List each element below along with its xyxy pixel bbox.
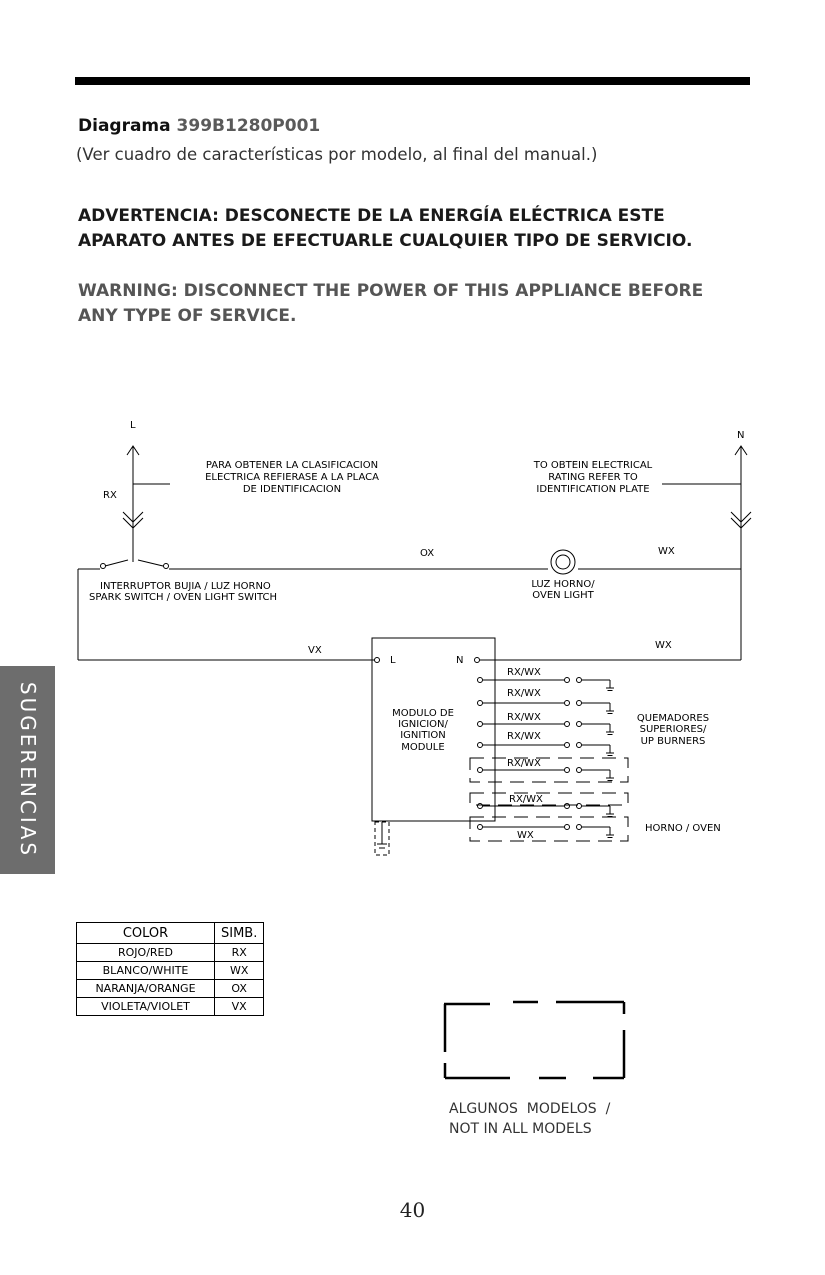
table-row: VIOLETA/VIOLET VX — [76, 997, 265, 1016]
burners-label-3: UP BURNERS — [641, 736, 706, 747]
burner-wire-2: RX/WX — [507, 688, 541, 699]
burners-label-1: QUEMADORES — [637, 713, 709, 724]
warning-spanish: ADVERTENCIA: DESCONECTE DE LA ENERGÍA EL… — [78, 204, 768, 254]
note-es-3: DE IDENTIFICACION — [243, 484, 341, 495]
module-label-4: MODULE — [401, 742, 444, 753]
light-label-1: LUZ HORNO/ — [531, 579, 595, 590]
warning-english: WARNING: DISCONNECT THE POWER OF THIS AP… — [78, 279, 768, 329]
diagram-label: Diagrama — [78, 116, 171, 136]
optional-models-symbol — [443, 1000, 626, 1080]
models-note-line2: NOT IN ALL MODELS — [449, 1121, 592, 1137]
switch-label-2: SPARK SWITCH / OVEN LIGHT SWITCH — [89, 592, 277, 603]
page-number: 40 — [399, 1198, 426, 1222]
module-l: L — [390, 655, 396, 666]
oven-wire: WX — [517, 830, 534, 841]
top-rule — [75, 77, 750, 85]
legend-color: VIOLETA/VIOLET — [76, 997, 215, 1016]
diagram-title: Diagrama 399B1280P001 — [78, 116, 320, 136]
note-en-3: IDENTIFICATION PLATE — [536, 484, 649, 495]
warning-english-line2: ANY TYPE OF SERVICE. — [78, 306, 297, 326]
module-label-2: IGNICION/ — [398, 719, 448, 730]
legend-header-symbol: SIMB. — [213, 922, 265, 944]
legend-color: ROJO/RED — [76, 943, 215, 962]
switch-label-1: INTERRUPTOR BUJIA / LUZ HORNO — [100, 581, 271, 592]
warning-english-line1: WARNING: DISCONNECT THE POWER OF THIS AP… — [78, 281, 704, 301]
legend-symbol: RX — [213, 943, 265, 962]
module-label-3: IGNITION — [400, 730, 446, 741]
wiring-diagram: L N RX PARA OBTENER LA CLASIFICACION ELE… — [77, 420, 752, 856]
note-es-2: ELECTRICA REFIERASE A LA PLACA — [205, 472, 379, 483]
table-row: NARANJA/ORANGE OX — [76, 979, 265, 998]
diagram-labels: L N RX PARA OBTENER LA CLASIFICACION ELE… — [89, 420, 744, 841]
legend-symbol: WX — [213, 961, 265, 980]
module-label-1: MODULO DE — [392, 708, 454, 719]
legend-color: BLANCO/WHITE — [76, 961, 215, 980]
side-tab: SUGERENCIAS — [0, 666, 55, 874]
note-es-1: PARA OBTENER LA CLASIFICACION — [206, 460, 378, 471]
diagram-subtitle: (Ver cuadro de características por model… — [76, 145, 598, 164]
warning-spanish-line2: APARATO ANTES DE EFECTUARLE CUALQUIER TI… — [78, 231, 693, 251]
diagram-code: 399B1280P001 — [176, 116, 321, 136]
legend-symbol: OX — [213, 979, 265, 998]
burner-wire-6: RX/WX — [509, 794, 543, 805]
light-label-2: OVEN LIGHT — [532, 590, 594, 601]
models-note: ALGUNOS MODELOS / NOT IN ALL MODELS — [449, 1099, 610, 1139]
burner-wire-4: RX/WX — [507, 731, 541, 742]
module-n: N — [456, 655, 463, 666]
models-note-line1: ALGUNOS MODELOS / — [449, 1101, 611, 1117]
label-wx-top: WX — [658, 546, 675, 557]
table-row: BLANCO/WHITE WX — [76, 961, 265, 980]
diagram-lines — [77, 445, 752, 856]
label-n: N — [737, 430, 744, 441]
burners-label-2: SUPERIORES/ — [640, 724, 707, 735]
color-legend-table: COLOR SIMB. ROJO/RED RX BLANCO/WHITE WX … — [76, 922, 265, 1016]
burner-wire-1: RX/WX — [507, 667, 541, 678]
warning-spanish-line1: ADVERTENCIA: DESCONECTE DE LA ENERGÍA EL… — [78, 206, 665, 226]
label-vx: VX — [308, 645, 322, 656]
label-ox: OX — [420, 548, 434, 559]
legend-color: NARANJA/ORANGE — [76, 979, 215, 998]
burner-wire-3: RX/WX — [507, 712, 541, 723]
note-en-2: RATING REFER TO — [548, 472, 638, 483]
note-en-1: TO OBTEIN ELECTRICAL — [533, 460, 653, 471]
label-l: L — [130, 420, 136, 431]
legend-symbol: VX — [213, 997, 265, 1016]
legend-header-row: COLOR SIMB. — [76, 922, 265, 944]
label-wx-mid: WX — [655, 640, 672, 651]
table-row: ROJO/RED RX — [76, 943, 265, 962]
label-rx: RX — [103, 490, 117, 501]
legend-header-color: COLOR — [76, 922, 215, 944]
oven-label: HORNO / OVEN — [645, 823, 721, 834]
burner-wire-5: RX/WX — [507, 758, 541, 769]
burner-wiring — [469, 677, 629, 842]
